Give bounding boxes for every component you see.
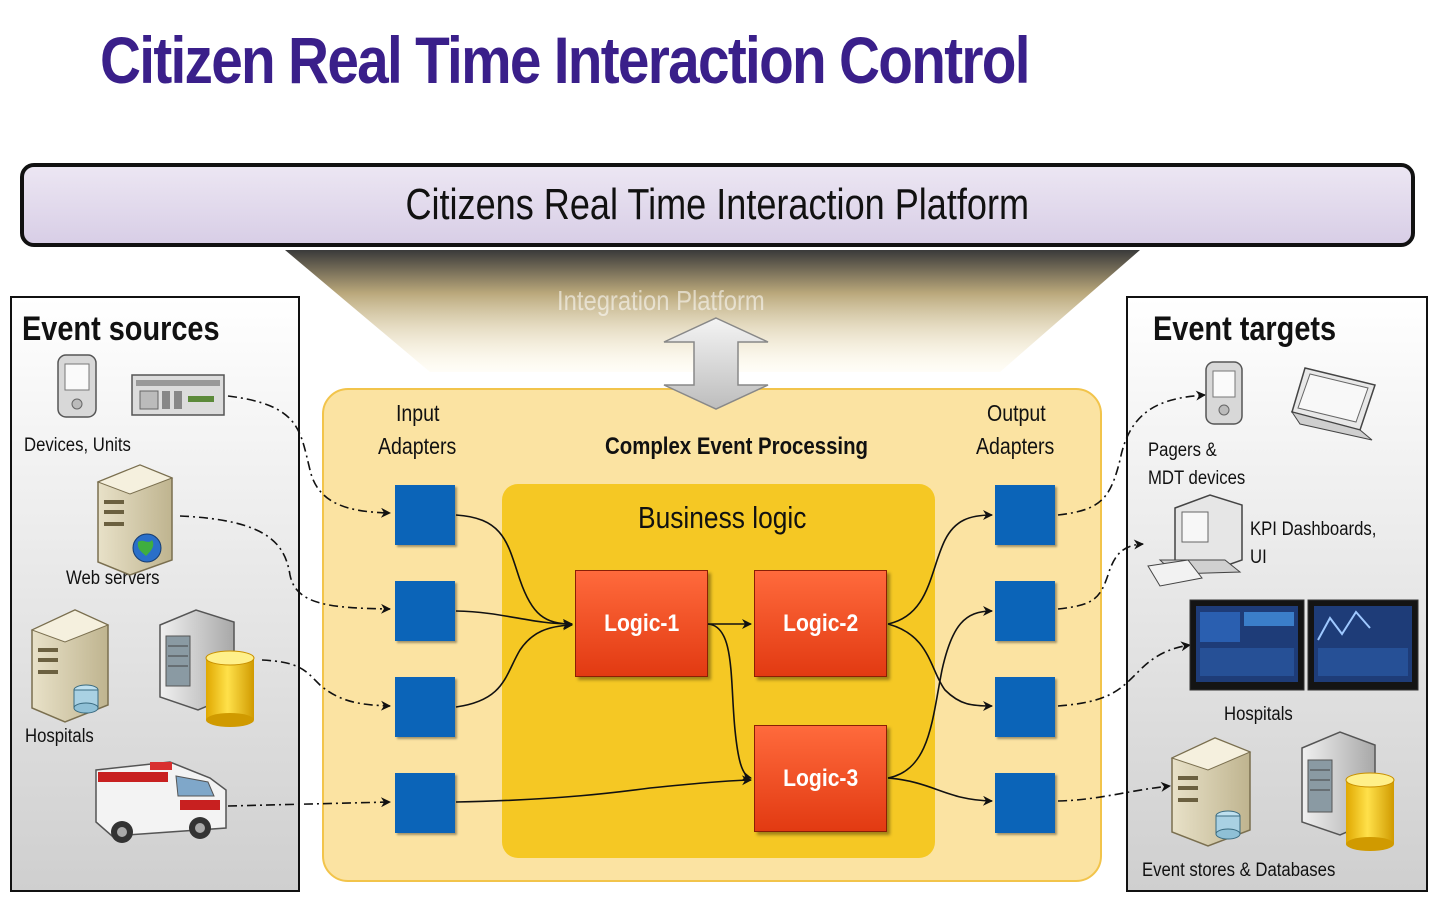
event-targets-title: Event targets [1153,310,1337,348]
flow-connector [455,620,573,708]
pagers-label-2: MDT devices [1148,468,1246,489]
database-icon [205,650,255,727]
flow-connector [887,777,993,806]
logic-1-box: Logic-1 [575,570,708,677]
output-adapters-label-2: Adapters [976,433,1055,459]
page-title: Citizen Real Time Interaction Control [100,23,1030,97]
flow-connector [887,606,993,779]
output-adapters-label-1: Output [987,400,1046,426]
logic-2-box: Logic-2 [754,570,887,677]
output-adapter [995,677,1055,737]
source-connector [227,395,391,518]
logic-1-label: Logic-1 [603,609,680,637]
cep-title: Complex Event Processing [605,433,869,460]
globe-icon [132,533,162,563]
integration-label: Integration Platform [557,285,765,316]
source-connector [179,515,391,614]
target-hospitals-label: Hospitals [1224,704,1293,725]
laptop-icon [1290,367,1376,441]
input-adapter [395,581,455,641]
flow-connector [455,775,752,803]
source-connector [227,797,391,808]
logic-3-box: Logic-3 [754,725,887,832]
business-logic-label: Business logic [638,500,807,535]
platform-bar: Citizens Real Time Interaction Platform [20,163,1415,247]
network-appliance-icon [131,374,225,416]
output-adapter [995,485,1055,545]
database-icon [1345,772,1395,851]
kpi-label-1: KPI Dashboards, [1250,519,1377,540]
kpi-label-2: UI [1250,547,1267,568]
platform-bar-label: Citizens Real Time Interaction Platform [405,180,1030,229]
logic-3-label: Logic-3 [782,764,859,792]
output-adapter [995,773,1055,833]
integration-beam [285,250,1140,372]
pda-icon [57,354,97,418]
target-connector [1057,390,1206,516]
flow-connector [887,623,993,711]
target-connector [1057,781,1171,802]
target-connector [1057,539,1144,610]
desktop-computer-icon [1147,494,1243,587]
input-adapter [395,677,455,737]
dashboard-screen-icon [1189,599,1305,691]
output-adapter [995,581,1055,641]
web-server-icon [96,464,174,576]
flow-connector [707,623,752,781]
flow-connector [887,510,993,625]
event-sources-title: Event sources [22,310,220,348]
source-connector [261,659,391,711]
devices-label: Devices, Units [24,435,131,456]
event-store-server-icon [1170,737,1252,847]
ambulance-icon [95,761,227,843]
input-adapter [395,485,455,545]
flow-connector [455,514,573,629]
source-hospitals-label: Hospitals [25,726,94,747]
hospital-server-icon [30,609,110,723]
dashboard-screen-icon [1307,599,1419,691]
pager-icon [1205,361,1243,425]
pagers-label-1: Pagers & [1148,440,1217,461]
event-stores-label: Event stores & Databases [1142,860,1336,881]
integration-double-arrow [663,317,769,410]
logic-2-label: Logic-2 [782,609,859,637]
input-adapters-label-1: Input [396,400,440,426]
flow-connector [455,610,573,629]
input-adapter [395,773,455,833]
input-adapters-label-2: Adapters [378,433,457,459]
target-connector [1057,641,1191,707]
